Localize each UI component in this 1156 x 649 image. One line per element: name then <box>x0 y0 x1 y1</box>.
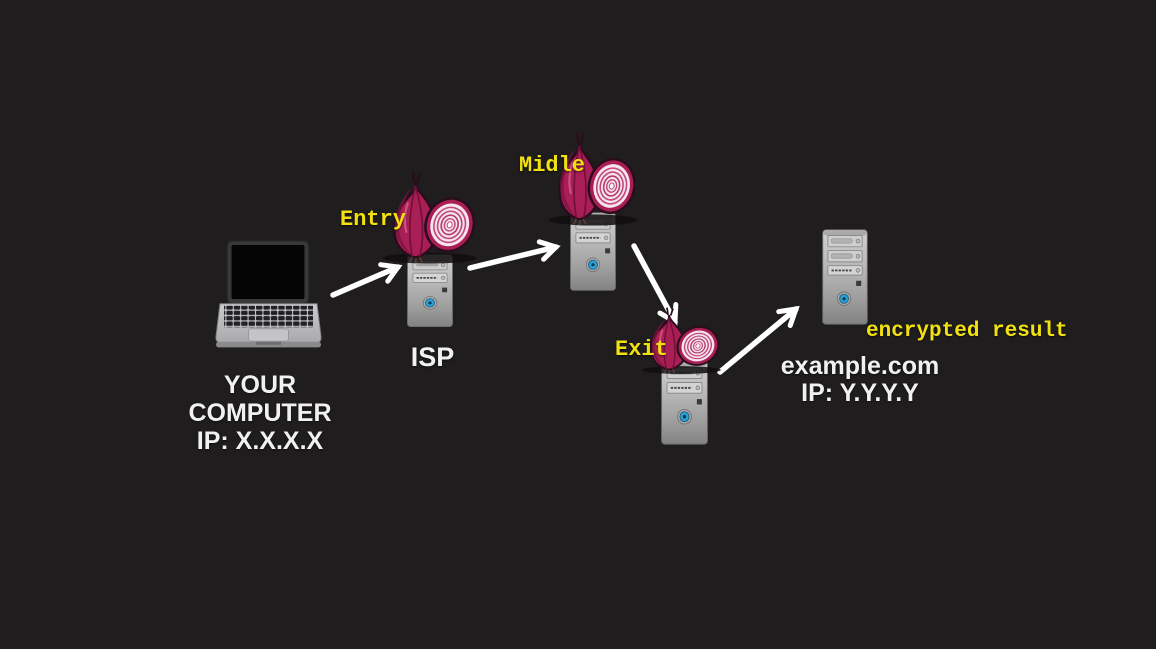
laptop-icon <box>215 240 322 349</box>
your-computer-label-line3: IP: X.X.X.X <box>196 427 324 455</box>
destination-label: example.com IP: Y.Y.Y.Y <box>755 353 965 407</box>
middle-relay-tag: Midle <box>519 153 586 178</box>
your-computer-label-line2: COMPUTER <box>188 399 332 427</box>
exit-relay-tag: Exit <box>615 337 668 362</box>
destination-label-line1: example.com <box>780 352 940 380</box>
server-tower-icon <box>821 228 869 326</box>
arrow-computer-to-entry <box>330 262 403 298</box>
your-computer-label: YOUR COMPUTER IP: X.X.X.X <box>150 371 370 455</box>
destination-label-line2: IP: Y.Y.Y.Y <box>801 379 919 407</box>
isp-label: ISP <box>410 342 455 372</box>
entry-relay-tag: Entry <box>340 207 407 232</box>
your-computer-label-line1: YOUR <box>223 371 297 399</box>
encrypted-result-note: encrypted result <box>866 320 1068 343</box>
onion-icon <box>547 131 642 227</box>
